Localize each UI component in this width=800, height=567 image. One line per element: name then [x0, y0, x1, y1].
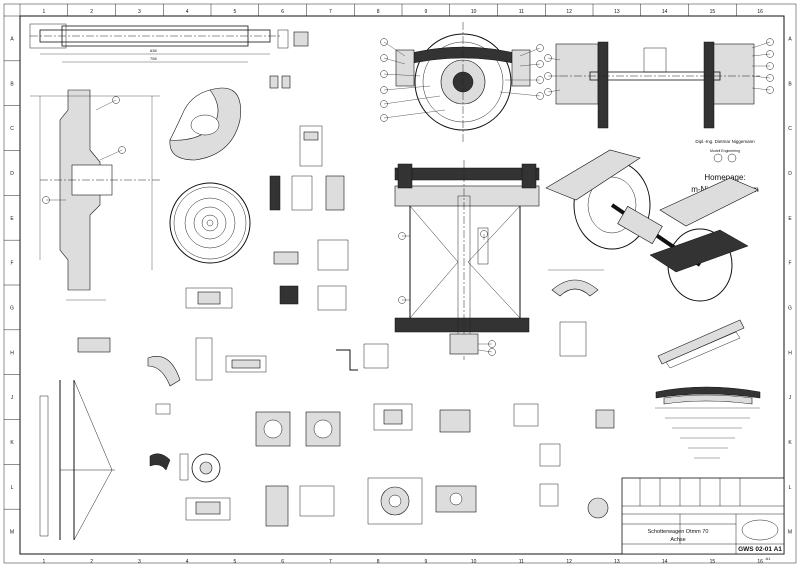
top-zone-numbers: 1122334455667788991010111112121313141415…	[19, 4, 763, 565]
zone-number: 9	[424, 559, 427, 565]
zone-letter: E	[788, 216, 792, 222]
zone-letter: F	[788, 261, 791, 267]
zone-number: 11	[519, 559, 524, 565]
bracket-detail-group	[185, 29, 349, 311]
zone-number: 4	[186, 9, 189, 15]
zone-letter: G	[788, 305, 792, 311]
zone-letter: A	[788, 36, 792, 42]
zone-letter: M	[10, 530, 14, 536]
sheet-size-label: A1	[766, 556, 772, 561]
zone-letter: K	[788, 440, 792, 446]
zone-number: 4	[186, 559, 189, 565]
zone-letter: F	[10, 261, 13, 267]
zone-number: 6	[281, 559, 284, 565]
zone-number: 8	[377, 9, 380, 15]
zone-letter: A	[10, 36, 14, 42]
zone-number: 15	[710, 559, 716, 565]
zone-number: 8	[377, 559, 380, 565]
zone-number: 11	[519, 9, 524, 15]
zone-number: 1	[42, 9, 45, 15]
axle-assembly-side-view	[544, 38, 774, 129]
wheel-section-drawing	[30, 89, 160, 301]
zone-letter: K	[10, 440, 14, 446]
zone-number: 5	[233, 559, 236, 565]
zone-letter: M	[788, 530, 792, 536]
zone-number: 2	[90, 9, 93, 15]
drawing-number: GWS 02-01 A1	[738, 546, 782, 553]
zone-letter: D	[10, 171, 14, 177]
author-subtitle: Modell Engineering	[710, 149, 740, 153]
zone-letter: H	[788, 350, 792, 356]
title-block: Schotterwagen Otmm 70 Achse GWS 02-01 A1…	[621, 477, 785, 561]
wheel-3d-view	[169, 87, 241, 161]
zone-letter: H	[10, 350, 14, 356]
zone-number: 7	[329, 9, 332, 15]
zone-number: 12	[566, 9, 572, 15]
zone-number: 2	[90, 559, 93, 565]
inner-frame	[19, 15, 785, 555]
zone-number: 9	[424, 9, 427, 15]
brake-hanger-drawing	[39, 337, 115, 541]
axle-assembly-3d-view	[545, 149, 759, 302]
zone-letter: L	[11, 485, 14, 491]
zone-letter: C	[10, 126, 14, 132]
zone-letter: C	[788, 126, 792, 132]
axle-assembly-end-view	[380, 22, 544, 142]
zone-number: 10	[471, 9, 477, 15]
drawing-title-line2: Achse	[670, 537, 685, 543]
zone-letter: B	[788, 81, 792, 87]
zone-number: 16	[757, 9, 763, 15]
zone-number: 12	[566, 559, 572, 565]
zone-number: 16	[757, 559, 763, 565]
zone-letter: B	[10, 81, 14, 87]
wheel-front-view	[169, 182, 251, 264]
axle-shaft-drawing: 636 756	[29, 23, 282, 63]
zone-number: 7	[329, 559, 332, 565]
svg-text:756: 756	[150, 56, 157, 61]
side-zone-letters: A A B B C C D D E E F F G G H H J J K K L L M M	[4, 15, 792, 536]
zone-number: 15	[710, 9, 716, 15]
drawing-title-line1: Schotterwagen Otmm 70	[648, 529, 709, 535]
zone-letter: E	[10, 216, 14, 222]
zone-number: 5	[233, 9, 236, 15]
zone-letter: L	[789, 485, 792, 491]
zone-number: 13	[614, 9, 620, 15]
zone-number: 6	[281, 9, 284, 15]
small-parts-details	[147, 337, 615, 527]
zone-number: 14	[662, 9, 668, 15]
zone-letter: J	[789, 395, 792, 401]
brake-rigging-front-view	[394, 160, 540, 360]
arch-bracket-detail	[548, 269, 604, 357]
homepage-label: Homepage:	[704, 173, 745, 182]
zone-letter: J	[11, 395, 14, 401]
zone-number: 13	[614, 559, 620, 565]
leaf-spring-drawing	[655, 319, 761, 459]
svg-text:636: 636	[150, 48, 157, 53]
zone-number: 3	[138, 559, 141, 565]
zone-letter: G	[10, 305, 14, 311]
zone-number: 14	[662, 559, 668, 565]
outer-frame	[3, 3, 797, 564]
zone-letter: D	[788, 171, 792, 177]
author-name: Dipl.-Ing. Dietmar Niggemann	[695, 139, 755, 144]
zone-number: 10	[471, 559, 477, 565]
zone-number: 1	[42, 559, 45, 565]
zone-number: 3	[138, 9, 141, 15]
